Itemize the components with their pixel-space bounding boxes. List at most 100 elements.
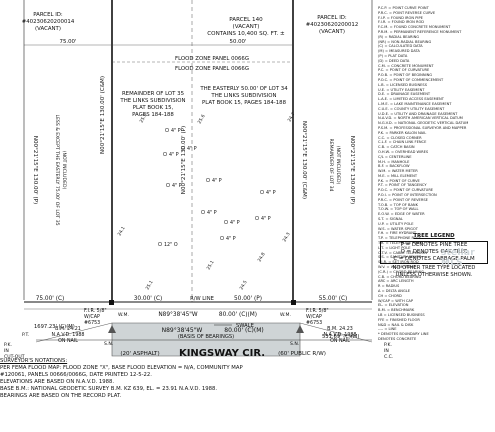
legend-entry: P.O.I. = POINT OF INTERSECTION <box>378 193 437 198</box>
watermark-logo: stellar MLS <box>441 248 475 268</box>
legend-entry: P.O.B. = POINT OF BEGINNING <box>378 73 433 78</box>
pk-left-line2: IN <box>4 348 9 354</box>
lot35-line4: PAGES 184-188 <box>132 112 174 118</box>
tree-marker <box>200 209 206 215</box>
legend-entry: C.B. = CHORD BEARING <box>378 274 422 279</box>
notes-line: BEARINGS ARE BASED ON THE RECORD PLAT. <box>0 392 122 399</box>
legend-entry: CH = CHORD <box>378 293 402 298</box>
left-except-line2: (NOT INCLUDED) <box>61 151 67 190</box>
legend-entry: EL. = ELEVATION <box>378 303 409 308</box>
legend-entry: (R) = RADIAL BEARING <box>378 34 420 39</box>
legend-entry: F.C.M. = FOUND CONCRETE MONUMENT <box>378 25 451 30</box>
dim-bottom-30: 30.00' (C) <box>134 296 163 302</box>
legend-entry: FFE = FINISHED FLOOR <box>378 317 420 322</box>
tree-label: 4" P <box>169 152 179 158</box>
legend-entry: C.M. = CONCRETE MONUMENT <box>378 63 434 68</box>
elevation-label: 25.1 <box>145 279 155 291</box>
dim-bottom-50p: 50.00' (P) <box>234 296 262 302</box>
fir-left-line1: F.I.R. 5/8" <box>84 308 107 314</box>
legend-entry: C.U.E. = COUNTY UTILITY EASEMENT <box>378 106 445 111</box>
pk-left-line1: P.K. <box>4 342 12 348</box>
dim-bottom-75: 75.00' (C) <box>36 296 65 302</box>
legend-entry: (P) = PLAT DATA <box>378 53 408 58</box>
legend-entry: N.G.V.D. = NATIONAL GEODETIC VERTICAL DA… <box>378 121 469 126</box>
dim-top-75: 75.00' <box>60 39 77 45</box>
parcel-center-line3: CONTAINS 10,400 SQ. FT. ± <box>207 31 285 37</box>
bm-left-line2: N.A.V.D. 1988 <box>52 332 85 338</box>
legend-entry: ARC = ARC LENGTH <box>378 279 414 284</box>
fir-right-line1: F.I.R. 5/8" <box>306 308 329 314</box>
elevation-label: 25.6 <box>197 113 207 125</box>
legend-entry: S.S. = SANITARY SEWER <box>378 255 422 260</box>
legend-entry: (D) = DEED DATA <box>378 58 410 63</box>
elevation-label: 25.3 <box>139 112 149 124</box>
legend-entry: C.C. = CLOSED CORNER <box>378 135 422 140</box>
elevation-label: 24.5 <box>239 279 249 291</box>
tree-legend-item: C = DENOTES CABBAGE PALM <box>393 256 475 262</box>
fir-right-line2: W/CAP <box>306 314 322 320</box>
legend-entry: P.K. = POINT OF CURVE <box>378 178 420 183</box>
legend-entry: P.O.C. = POINT OF CURVATURE <box>378 188 434 193</box>
tree-markers: 4" P 4" P 4" P 4" P 4" P 4" P 4" P 4" P … <box>157 127 276 248</box>
pk-left-line3: CUT-OUT <box>4 354 25 360</box>
notes-title: SURVEYOR'S NOTATIONS: <box>0 358 68 364</box>
legend-entry: (C) = CALCULATED DATA <box>378 44 423 49</box>
water-meter-right: W.M. <box>280 312 291 318</box>
corner-monument <box>109 300 114 305</box>
tree-marker <box>205 177 211 183</box>
elevation-label: 24.7 <box>287 111 297 123</box>
dim-far-right: N00°21'15"E 130.00' (P) <box>349 136 355 204</box>
dim-top-50: 50.00' <box>230 39 247 45</box>
notes-line: #120061, PANELS 00666/0066G, DATE PRINTE… <box>0 371 152 378</box>
notes-line: PER FEMA FLOOD MAP: FLOOD ZONE "X", BASE… <box>0 364 243 371</box>
elevation-label: 25.1 <box>206 259 216 271</box>
legend-entry: D.E. = DRAINAGE EASEMENT <box>378 92 431 97</box>
tree-legend-item: P = DENOTES PINE TREE <box>400 242 468 248</box>
legend-entry: P.O.C. = POINT OF COMMENCEMENT <box>378 77 444 82</box>
dim-center-right: N00°21'15"E 130.00' (P) <box>181 126 187 194</box>
legend-entry: F.I.P. = FOUND IRON PIPE <box>378 15 423 20</box>
road-pavement <box>111 322 301 357</box>
road-left-taper <box>35 322 113 343</box>
legend-entry: L.B. = LICENSED BUSINESS <box>378 82 427 87</box>
notes-line: ELEVATIONS ARE BASED ON N.A.V.D. 1988. <box>0 378 115 385</box>
parcel-left-line3: (VACANT) <box>35 26 61 32</box>
tree-label: 4" P <box>187 146 197 152</box>
tree-label: 4" P <box>207 210 217 216</box>
legend-entry: (M) = MEASURED DATA <box>378 49 420 54</box>
legend-entry: N&D = NAIL & DISK <box>378 322 414 327</box>
tree-marker <box>162 151 168 157</box>
spot-elevations: 25.3 25.6 24.7 24.1 25.1 24.8 24.3 25.1 … <box>117 111 297 291</box>
sn-left-label: S.N. <box>104 341 113 347</box>
legend-entry: T.O.B. = TOP OF BANK <box>378 202 418 207</box>
lot35-line2: THE LINKS SUBDIVISION <box>119 98 185 104</box>
legend-entry: B.F. = BACKFLOW <box>378 164 410 169</box>
road-asphalt: (20' ASPHALT) <box>120 351 159 357</box>
tree-label: 4" P <box>230 220 240 226</box>
elevation-label: 24.1 <box>117 225 127 237</box>
legend-entry: L.T. = LIGHT POLE <box>378 245 411 250</box>
legend-entry: LB = LICENSED BUSINESS <box>378 313 425 317</box>
bm-left-line3: ON NAIL <box>58 338 78 344</box>
legend-entry: * DENOTES BOUNDARY LINE <box>378 332 429 337</box>
surveyor-notes: SURVEYOR'S NOTATIONS: PER FEMA FLOOD MAP… <box>0 358 340 399</box>
legend-entry: C.B. = CATCH BASIN <box>378 145 415 150</box>
tree-legend: TREE LEGEND P = DENOTES PINE TREE O = DE… <box>376 233 492 278</box>
legend-entry: S.T. = SIGNAL <box>378 217 403 222</box>
legend-entry: L.A.E. = LIMITED ACCESS EASEMENT <box>378 97 444 102</box>
tree-label: 12" O <box>164 242 178 248</box>
tree-marker <box>157 241 163 247</box>
legend-entry: U.D.E. = UTILITY AND DRAINAGE EASEMENT <box>378 111 458 116</box>
legend-entry: U.P. = UTILITY POLE <box>378 221 414 226</box>
legend-entry: C.T.V. = CABLE TELEVISION <box>378 250 427 255</box>
legend-entry: F.I.R. = FOUND IRON ROD <box>378 20 425 25</box>
elevation-label: 24.3 <box>282 231 292 243</box>
tree-marker <box>180 145 186 151</box>
fir-left-line2: W/CAP <box>84 314 100 320</box>
legend-entry: F.H. = FIRE HYDRANT <box>378 231 417 236</box>
legend-entry: W.M. = WATER METER <box>378 169 418 174</box>
parcel-right-line2: #40230620200012 <box>306 22 359 28</box>
legend-entry: P.R.C. = POINT REVERSE CURVE <box>378 10 436 15</box>
legend-entry: B.M. = BENCHMARK <box>378 308 415 313</box>
